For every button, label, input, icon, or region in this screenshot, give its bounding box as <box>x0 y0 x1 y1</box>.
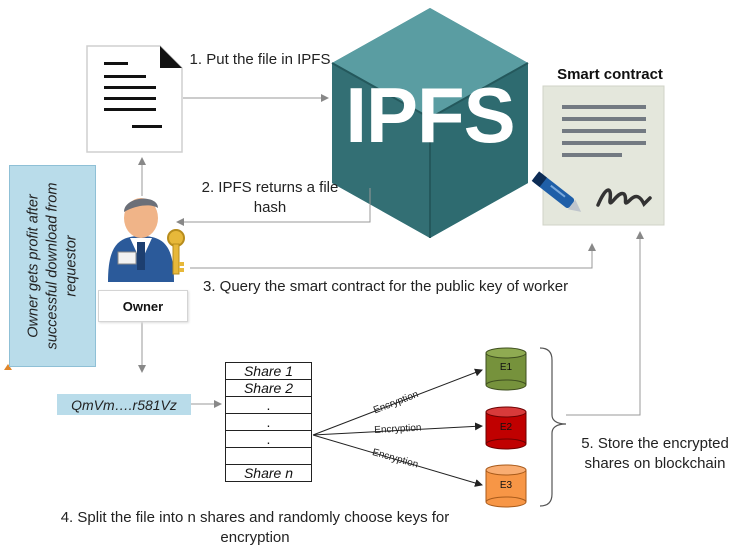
step4-label: 4. Split the file into n shares and rand… <box>60 509 450 546</box>
ipfs-logo-text: IPFS <box>345 71 515 159</box>
share-row: . <box>225 396 312 413</box>
ipfs-logo <box>331 8 529 238</box>
e1-label: E1 <box>499 362 513 373</box>
e2-label: E2 <box>499 422 513 433</box>
file-hash-text: QmVm….r581Vz <box>71 396 177 413</box>
step2-label: 2. IPFS returns a file hash <box>201 179 339 216</box>
step3-label: 3. Query the smart contract for the publ… <box>203 278 569 295</box>
owner-label: Owner <box>122 298 164 314</box>
share-row <box>225 447 312 464</box>
share-row: . <box>225 430 312 447</box>
step1-label: 1. Put the file in IPFS <box>189 51 331 68</box>
share-row: . <box>225 413 312 430</box>
file-hash-box: QmVm….r581Vz <box>57 394 191 415</box>
step5-label: 5. Store the encrypted shares on blockch… <box>581 435 729 472</box>
shares-table: Share 1 Share 2 . . . Share n <box>225 362 312 482</box>
e3-label: E3 <box>499 480 513 491</box>
smart-contract-title: Smart contract <box>557 66 663 83</box>
document-icon <box>86 45 183 153</box>
share-row: Share 2 <box>225 379 312 396</box>
shares-brace <box>539 347 567 507</box>
share-row: Share 1 <box>225 362 312 379</box>
share-row: Share n <box>225 464 312 482</box>
sidebar-corner-icon <box>4 364 12 370</box>
cylinder-e3 <box>485 464 527 508</box>
encryption-arrows <box>312 368 483 487</box>
connector-arrows <box>138 94 644 416</box>
cylinder-e1 <box>485 347 527 391</box>
profit-note-panel: Owner gets profit after successful downl… <box>9 165 96 367</box>
profit-note-text: Owner gets profit after successful downl… <box>25 182 79 350</box>
owner-label-box: Owner <box>98 290 188 322</box>
owner-person-icon <box>108 198 185 282</box>
cylinder-e2 <box>485 406 527 450</box>
contract-icon <box>531 85 665 226</box>
